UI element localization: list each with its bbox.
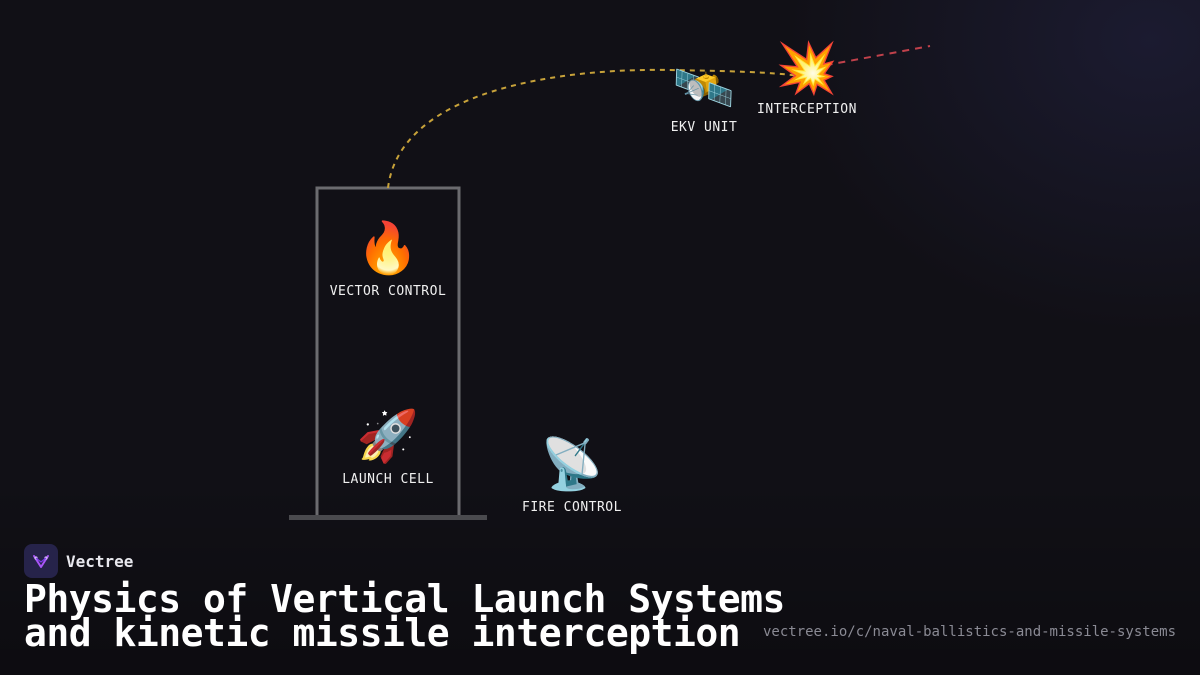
ekv-unit-label: EKV UNIT bbox=[670, 120, 738, 135]
launch-cell-node: 🚀 LAUNCH CELL bbox=[318, 408, 458, 487]
target-path bbox=[799, 45, 931, 71]
fire-control-label: FIRE CONTROL bbox=[522, 500, 622, 515]
fire-icon: 🔥 bbox=[356, 219, 420, 277]
source-url: vectree.io/c/naval-ballistics-and-missil… bbox=[762, 624, 1176, 640]
satellite-dish-icon: 📡 bbox=[540, 435, 604, 493]
page-title: Physics of Vertical Launch Systems and k… bbox=[24, 577, 785, 655]
vectree-logo-icon bbox=[24, 544, 58, 578]
fire-control-node: 📡 FIRE CONTROL bbox=[502, 436, 642, 515]
launch-cell-label: LAUNCH CELL bbox=[342, 472, 434, 487]
missile-trajectory bbox=[387, 68, 801, 189]
rocket-icon: 🚀 bbox=[356, 407, 420, 465]
vector-control-node: 🔥 VECTOR CONTROL bbox=[318, 220, 458, 299]
title-line-2: and kinetic missile interception bbox=[24, 611, 741, 655]
interception-label: INTERCEPTION bbox=[757, 102, 857, 117]
brand: Vectree bbox=[24, 544, 133, 578]
brand-name: Vectree bbox=[66, 551, 134, 571]
interception-node: 💥 INTERCEPTION bbox=[747, 40, 867, 117]
vector-control-label: VECTOR CONTROL bbox=[329, 284, 447, 299]
satellite-icon: 🛰️ bbox=[672, 59, 736, 117]
ekv-unit-node: 🛰️ EKV UNIT bbox=[644, 60, 764, 135]
collision-icon: 💥 bbox=[775, 39, 839, 97]
title-line-1: Physics of Vertical Launch Systems bbox=[24, 577, 785, 621]
launcher-base bbox=[289, 515, 487, 520]
